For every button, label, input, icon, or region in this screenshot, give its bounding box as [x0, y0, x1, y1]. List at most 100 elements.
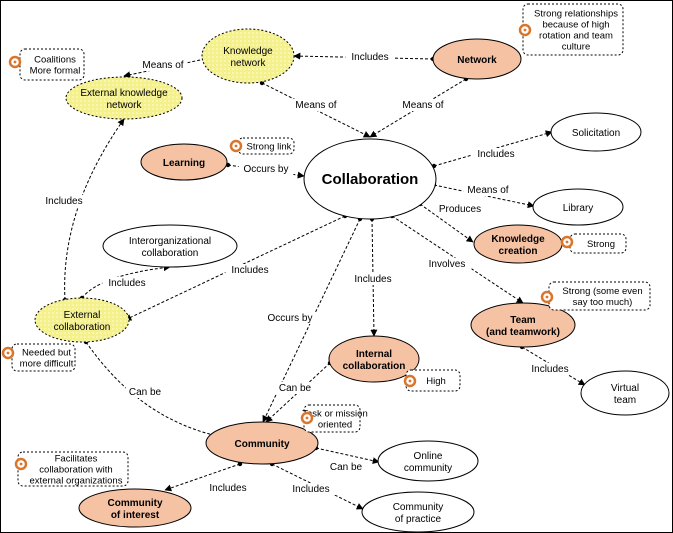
edge-label-text: Occurs by: [267, 313, 312, 324]
edge-label: Includes: [471, 148, 521, 160]
edge-label-bg: [225, 264, 275, 276]
note-marker-icon[interactable]: [229, 139, 243, 153]
edge-label-bg: [138, 59, 188, 71]
node-label: Collaboration: [322, 171, 419, 188]
node-network[interactable]: Network: [432, 38, 522, 80]
node-label: Online: [414, 451, 443, 462]
node-shape: [201, 28, 295, 84]
note-marker-icon[interactable]: [518, 23, 532, 37]
edge-community-to-community-of-interest: [164, 463, 241, 492]
edge-label: Includes: [348, 273, 398, 285]
edge-label: Occurs by: [238, 163, 294, 175]
node-label: Team: [510, 315, 535, 326]
note-marker-icon[interactable]: [8, 55, 22, 69]
note-strong-note: Strong: [560, 233, 627, 254]
note-box: [237, 137, 295, 155]
edge-label: Can be: [326, 461, 366, 473]
node-label: Library: [563, 203, 594, 214]
note-text: Strong link: [247, 142, 292, 153]
node-label: Interorganizational: [129, 236, 211, 247]
edge-label-bg: [102, 277, 152, 289]
edge-label-bg: [435, 203, 485, 215]
note-marker-icon[interactable]: [403, 374, 417, 388]
note-text: because of high: [542, 20, 609, 31]
node-shape: [140, 143, 228, 181]
edge-label: Means of: [463, 184, 513, 196]
note-marker-icon[interactable]: [560, 235, 574, 249]
edge-label-bg: [238, 163, 294, 175]
edge-label-bg: [203, 482, 253, 494]
edge-label-bg: [39, 195, 89, 207]
note-text: more difficult: [20, 359, 74, 370]
node-shape: [102, 224, 238, 268]
node-label: Virtual: [611, 383, 639, 394]
edge-label-text: Includes: [209, 483, 246, 494]
edge-label-text: Includes: [351, 52, 388, 63]
note-text: Strong relationships: [534, 9, 618, 20]
note-marker-icon[interactable]: [1, 346, 15, 360]
edge-label-text: Means of: [467, 185, 508, 196]
edge-label-bg: [262, 312, 318, 324]
edge-label-bg: [291, 99, 341, 111]
note-text: external organizations: [30, 476, 123, 487]
edge-label-bg: [471, 148, 521, 160]
edge-label-bg: [345, 51, 395, 63]
edge-label-text: Includes: [45, 196, 82, 207]
note-marker-icon[interactable]: [14, 457, 28, 471]
note-text: Task or mission: [302, 409, 367, 420]
edge-label-bg: [422, 258, 472, 270]
edge-label: Means of: [138, 59, 188, 71]
edge-network-to-knowledge-network: [293, 52, 434, 60]
node-collaboration[interactable]: Collaboration: [303, 138, 437, 220]
node-label: network: [230, 58, 266, 69]
node-label: creation: [499, 246, 538, 257]
edge-label-bg: [125, 386, 165, 398]
edge-label: Includes: [225, 264, 275, 276]
edge-label-bg: [275, 382, 315, 394]
note-text: Facilitates: [55, 454, 98, 465]
note-strong-link-note: Strong link: [229, 137, 295, 155]
node-label: External knowledge: [80, 88, 168, 99]
edge-label-bg: [525, 363, 575, 375]
edge-label: Includes: [39, 195, 89, 207]
node-community[interactable]: Community: [205, 421, 319, 465]
node-shape: [361, 491, 475, 533]
edge-label: Occurs by: [262, 312, 318, 324]
node-solicitation[interactable]: Solicitation: [550, 112, 642, 152]
node-learning[interactable]: Learning: [140, 143, 228, 181]
note-marker-icon[interactable]: [540, 290, 554, 304]
edge-external-collaboration-to-external-knowledge-network: [64, 118, 125, 301]
note-box: [19, 48, 85, 81]
edge-label-bg: [348, 273, 398, 285]
note-text: High: [426, 376, 446, 387]
edge-label: Includes: [102, 277, 152, 289]
node-library[interactable]: Library: [532, 188, 624, 226]
edge-label: Can be: [125, 386, 165, 398]
node-shape: [432, 38, 522, 80]
node-shape: [328, 335, 420, 383]
note-box: [11, 343, 76, 372]
node-label: Community: [393, 502, 444, 513]
node-shape: [303, 138, 437, 220]
edge-label-text: Can be: [330, 462, 363, 473]
node-team[interactable]: Team(and teamwork): [470, 302, 576, 348]
node-label: Internal: [356, 349, 392, 360]
node-label: of interest: [111, 510, 160, 521]
note-marker-icon[interactable]: [300, 411, 314, 425]
node-shape: [205, 421, 319, 465]
edge-community-to-online-community: [315, 447, 380, 465]
edge-label-bg: [286, 483, 336, 495]
